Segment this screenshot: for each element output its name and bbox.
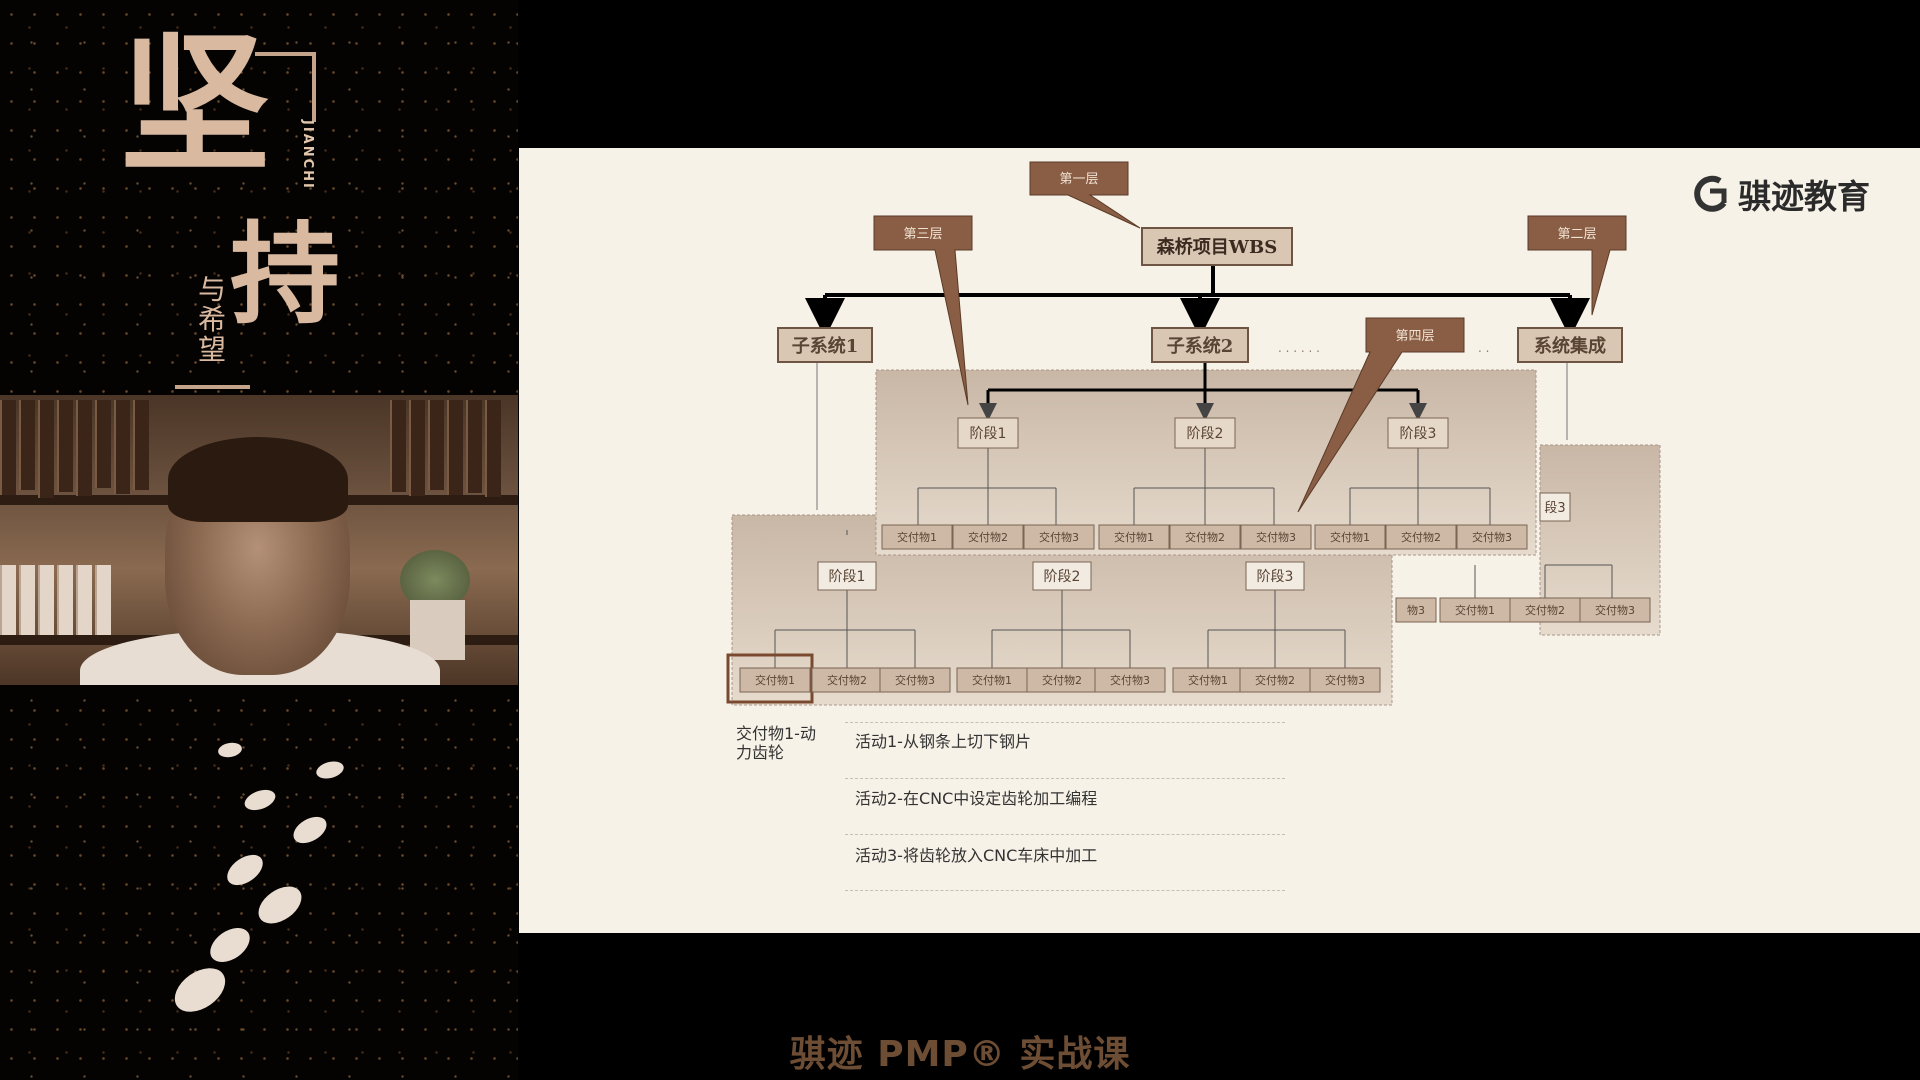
course-caption: 骐迹 PMP® 实战课 bbox=[789, 1034, 1131, 1075]
decorative-bracket bbox=[312, 52, 316, 122]
books bbox=[390, 400, 501, 497]
divider bbox=[845, 722, 1285, 723]
activity-item-2: 活动2-在CNC中设定齿轮加工编程 bbox=[855, 789, 1098, 808]
banner-title-char-1: 坚 bbox=[120, 17, 271, 193]
activity-item-1: 活动1-从钢条上切下钢片 bbox=[855, 732, 1031, 751]
decorative-bracket bbox=[175, 385, 250, 389]
divider bbox=[845, 834, 1285, 835]
footprints-illustration bbox=[174, 742, 344, 1012]
presenter-hair bbox=[168, 437, 348, 522]
divider bbox=[845, 778, 1285, 779]
banner-title-char-2: 持 bbox=[230, 210, 340, 339]
activity-deliverable-label: 交付物1-动力齿轮 bbox=[736, 724, 816, 762]
brand-logo-text: 骐迹教育 bbox=[1738, 177, 1870, 216]
webcam-feed bbox=[0, 395, 518, 685]
books bbox=[0, 565, 111, 635]
brand-logo-icon bbox=[1694, 175, 1727, 212]
banner-subtitle: 与希望 bbox=[197, 273, 226, 366]
brand-logo: 骐迹教育 bbox=[1690, 170, 1870, 218]
slide-canvas bbox=[519, 148, 1920, 933]
divider bbox=[845, 890, 1285, 891]
books bbox=[0, 400, 149, 498]
decorative-bracket bbox=[255, 52, 315, 56]
activity-item-3: 活动3-将齿轮放入CNC车床中加工 bbox=[855, 846, 1098, 865]
banner-pinyin: JIANCHI bbox=[300, 120, 315, 190]
